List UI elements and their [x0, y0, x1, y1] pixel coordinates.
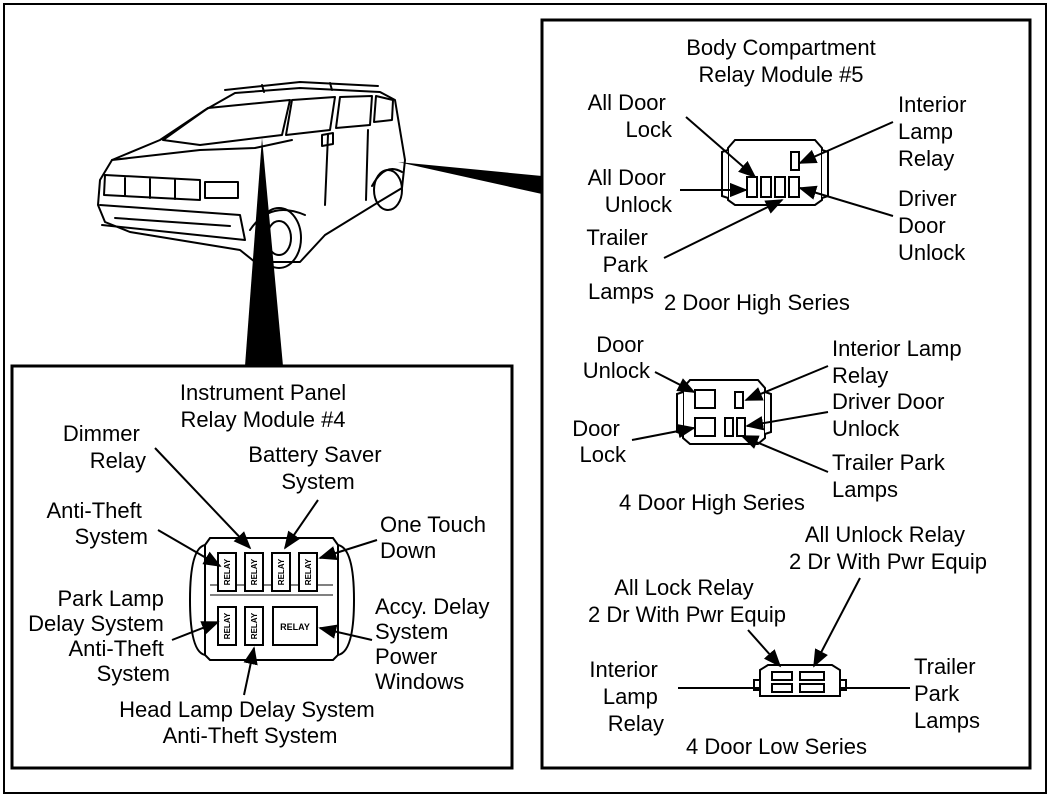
relay-module-instrument-panel: RELAY RELAY RELAY RELAY RELAY RELAY RELA… — [188, 537, 356, 661]
body-module-title-line1: Body Compartment — [686, 35, 876, 60]
relay-top-1: RELAY — [217, 552, 237, 592]
four-door-low-section: All Unlock Relay 2 Dr With Pwr Equip All… — [588, 522, 987, 759]
label-trailer-park-lamps-4dh: Trailer Park Lamps — [832, 450, 951, 502]
leader-lines-4dl — [747, 577, 861, 668]
relay-bottom-large: RELAY — [272, 606, 318, 646]
label-dimmer-relay: Dimmer Relay — [63, 421, 146, 473]
four-door-high-section: Door Unlock Door Lock Interior Lamp Rela… — [572, 332, 968, 515]
label-2-door-high-series: 2 Door High Series — [664, 290, 850, 315]
label-all-unlock-relay: All Unlock Relay 2 Dr With Pwr Equip — [789, 522, 987, 574]
label-accy-delay: Accy. Delay System Power Windows — [375, 594, 496, 694]
label-4-door-high-series: 4 Door High Series — [619, 490, 805, 515]
label-battery-saver: Battery Saver System — [248, 442, 387, 494]
label-all-door-lock: All Door Lock — [588, 90, 673, 142]
body-module-title-line2: Relay Module #5 — [698, 62, 863, 87]
label-all-lock-relay: All Lock Relay 2 Dr With Pwr Equip — [588, 575, 786, 627]
relay-module-4-door-low — [753, 664, 847, 697]
relay-bottom-1: RELAY — [217, 606, 237, 646]
label-trailer-park-lamps-2dh: Trailer Park Lamps — [586, 225, 654, 304]
label-driver-door-unlock-2dh: Driver Door Unlock — [898, 186, 966, 265]
leader-lines-4dh — [631, 365, 829, 473]
relay-top-4: RELAY — [298, 552, 318, 592]
svg-text:RELAY: RELAY — [277, 558, 286, 585]
label-trailer-park-lamps-4dl: Trailer Park Lamps — [914, 654, 982, 733]
label-park-lamp-delay: Park Lamp Delay System Anti-Theft System — [28, 586, 170, 686]
svg-text:RELAY: RELAY — [223, 558, 232, 585]
leader-lines-instrument — [154, 447, 378, 696]
svg-text:RELAY: RELAY — [280, 622, 310, 632]
label-interior-lamp-relay-2dh: Interior Lamp Relay — [898, 92, 973, 171]
instrument-module-title-line1: Instrument Panel — [180, 380, 346, 405]
two-door-high-section: All Door Lock All Door Unlock Trailer Pa… — [586, 90, 973, 315]
label-interior-lamp-relay-4dl: Interior Lamp Relay — [589, 657, 664, 736]
instrument-module-title-line2: Relay Module #4 — [180, 407, 345, 432]
vehicle-illustration — [97, 81, 406, 269]
svg-text:RELAY: RELAY — [304, 558, 313, 585]
label-interior-lamp-relay-4dh: Interior Lamp Relay — [832, 336, 968, 388]
label-head-lamp-delay: Head Lamp Delay System Anti-Theft System — [119, 697, 381, 748]
svg-text:RELAY: RELAY — [250, 558, 259, 585]
outer-frame — [3, 3, 1047, 794]
relay-module-4-door-high — [676, 379, 772, 445]
label-door-unlock-4dh: Door Unlock — [583, 332, 651, 383]
relay-top-2: RELAY — [244, 552, 264, 592]
relay-module-2-door-high — [721, 139, 829, 206]
label-door-lock-4dh: Door Lock — [572, 416, 627, 467]
label-one-touch-down: One Touch Down — [380, 512, 492, 563]
label-all-door-unlock: All Door Unlock — [588, 165, 673, 217]
label-driver-door-unlock-4dh: Driver Door Unlock — [832, 389, 951, 441]
relay-bottom-2: RELAY — [244, 606, 264, 646]
label-anti-theft-top: Anti-Theft System — [47, 498, 149, 549]
leader-wedge-instrument-module — [245, 138, 283, 366]
leader-wedge-body-module — [398, 162, 542, 194]
relay-top-3: RELAY — [271, 552, 291, 592]
leader-lines-2dh — [663, 116, 894, 259]
svg-text:RELAY: RELAY — [223, 612, 232, 639]
label-4-door-low-series: 4 Door Low Series — [686, 734, 867, 759]
svg-text:RELAY: RELAY — [250, 612, 259, 639]
